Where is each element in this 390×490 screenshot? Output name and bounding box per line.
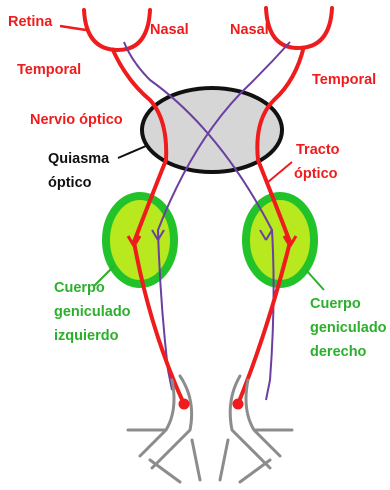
- retina-label: Retina: [8, 14, 53, 30]
- nasal-right-label: Nasal: [230, 22, 269, 38]
- lgn-left-label-line1: Cuerpo: [54, 280, 105, 296]
- chiasm-label-line1: Quiasma: [48, 151, 110, 167]
- tract-label-line2: óptico: [294, 166, 338, 182]
- lgn-right-label-line1: Cuerpo: [310, 296, 361, 312]
- left-cortex-terminal: [179, 399, 190, 410]
- lgn-left-label-line2: geniculado: [54, 304, 131, 320]
- right-lgn-pointer: [306, 270, 324, 290]
- lgn-left-label-line3: izquierdo: [54, 328, 119, 344]
- tract-label-line1: Tracto: [296, 142, 340, 158]
- lgn-right-label-line3: derecho: [310, 344, 367, 360]
- left-eye-retina: [84, 10, 150, 50]
- chiasm-label-line2: óptico: [48, 175, 92, 191]
- temporal-left-label: Temporal: [17, 62, 81, 78]
- temporal-right-label: Temporal: [312, 72, 376, 88]
- optic-nerve-label: Nervio óptico: [30, 112, 123, 128]
- retina-pointer: [60, 26, 86, 30]
- left-visual-cortex: [128, 376, 200, 482]
- chiasm-pointer: [118, 146, 146, 158]
- tract-pointer: [268, 162, 292, 182]
- nasal-left-label: Nasal: [150, 22, 189, 38]
- lgn-right-label-line2: geniculado: [310, 320, 387, 336]
- right-geniculate-body: [246, 196, 314, 284]
- right-visual-cortex: [220, 376, 292, 482]
- right-eye-retina: [266, 8, 332, 48]
- right-cortex-terminal: [233, 399, 244, 410]
